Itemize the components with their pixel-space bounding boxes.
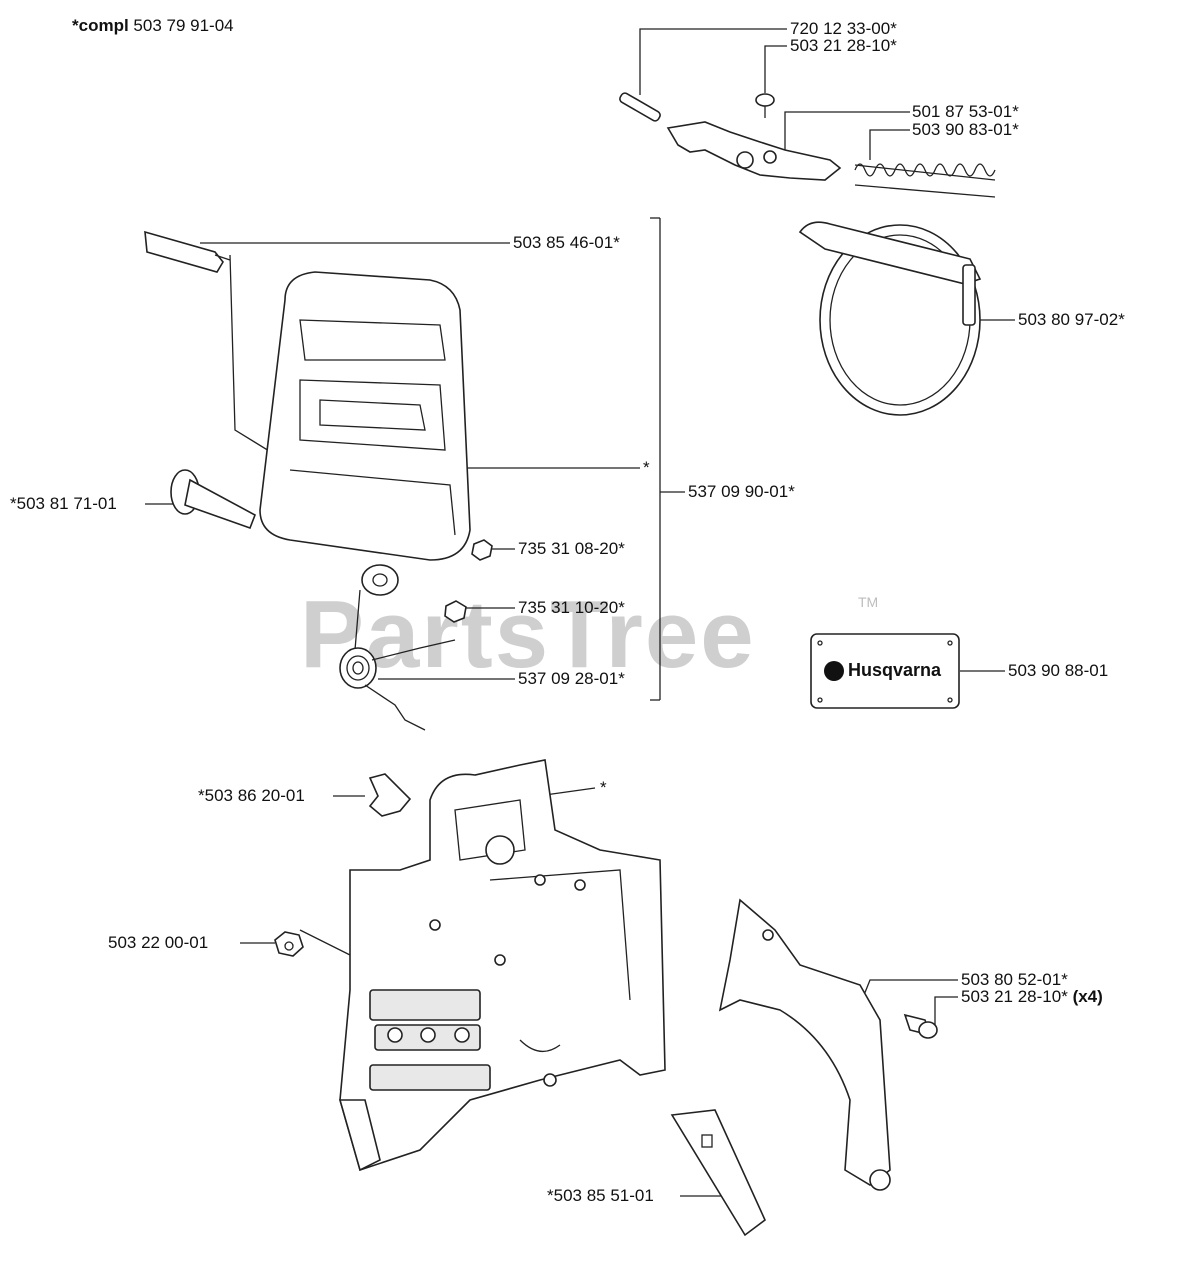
chain-brake-screw [755,93,775,118]
compl-prefix: *compl [72,16,129,35]
part-label-720-12-33-00[interactable]: 720 12 33-00* [790,19,897,38]
part-label-735-31-08-20[interactable]: 735 31 08-20* [518,539,625,558]
mounting-clip [368,773,412,817]
brake-spring [854,163,996,198]
part-label-503-21-28-10-bottom[interactable]: 503 21 28-10* (x4) [961,987,1103,1007]
cover-bolt-top [144,230,231,273]
assembly-note: *compl 503 79 91-04 [72,16,234,36]
trademark-mark: TM [858,594,879,610]
cover-nut-2 [444,600,467,623]
husqvarna-decal [810,633,960,709]
part-label-503-85-46-01[interactable]: 503 85 46-01* [513,233,620,252]
guard-screw [903,1013,938,1039]
part-label-537-09-28-01[interactable]: 537 09 28-01* [518,669,625,688]
cover-bolt-left [170,469,256,530]
part-label-503-90-88-01[interactable]: 503 90 88-01 [1008,661,1109,680]
part-label-503-81-71-01[interactable]: *503 81 71-01 [10,494,117,513]
part-label-cover-asterisk[interactable]: * [643,458,650,477]
brake-lever [666,121,842,181]
chain-brake-pin [619,92,661,122]
part-label-503-80-52-01[interactable]: 503 80 52-01* [961,970,1068,989]
cover-nut-1 [471,539,493,561]
part-label-503-80-97-02[interactable]: 503 80 97-02* [1018,310,1125,329]
housing [338,759,666,1172]
spacer-sleeve [361,564,399,596]
part-label-housing-asterisk[interactable]: * [600,778,607,797]
compl-number: 503 79 91-04 [133,16,234,35]
part-label-501-87-53-01[interactable]: 501 87 53-01* [912,102,1019,121]
part-label-503-90-83-01[interactable]: 503 90 83-01* [912,120,1019,139]
part-number: 503 21 28-10* [961,987,1068,1006]
part-label-503-22-00-01[interactable]: 503 22 00-01 [108,933,209,952]
chain-guard [718,898,891,1191]
part-label-735-31-10-20[interactable]: 735 31 10-20* [518,598,625,617]
guard-plate [670,1109,766,1237]
torsion-spring [339,639,456,731]
decal-brand-text: Husqvarna [848,660,942,680]
clutch-cover [259,271,471,561]
part-label-503-85-51-01[interactable]: *503 85 51-01 [547,1186,654,1205]
part-label-503-21-28-10-top[interactable]: 503 21 28-10* [790,36,897,55]
quantity-note: (x4) [1072,987,1103,1006]
part-label-537-09-90-01[interactable]: 537 09 90-01* [688,482,795,501]
brake-band [798,221,982,416]
part-label-503-86-20-01[interactable]: *503 86 20-01 [198,786,305,805]
flange-nut [274,931,304,957]
